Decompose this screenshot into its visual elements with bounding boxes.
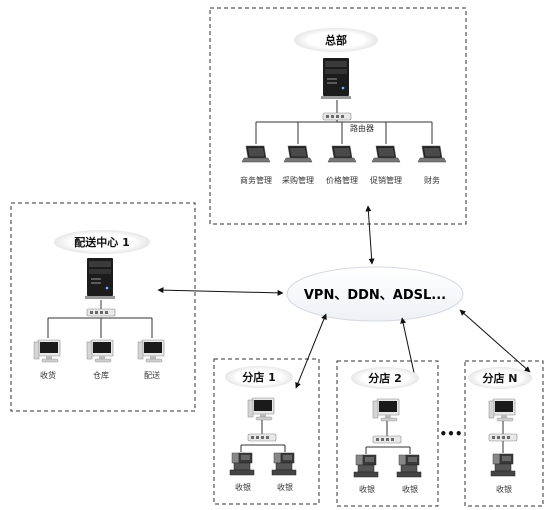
- network-switch-icon: [86, 308, 116, 317]
- terminal-label: 收银: [402, 484, 418, 494]
- desktop-pc-icon: [372, 398, 400, 422]
- hq-workstation-1: 商务管理: [240, 145, 272, 185]
- hq-workstation-label: 采购管理: [282, 175, 314, 185]
- network-label: VPN、DDN、ADSL...: [304, 288, 446, 303]
- hq-workstation-label: 财务: [424, 175, 440, 185]
- branch-2-network-link: [400, 317, 418, 383]
- dc-network-link: [157, 287, 284, 296]
- server-tower-icon: [85, 258, 115, 299]
- hq-workstation-label: 价格管理: [326, 175, 358, 185]
- hq-workstation-label: 商务管理: [240, 175, 272, 185]
- branch-2-title: 分店 2: [368, 371, 401, 385]
- branch-n-terminal-1: 收银: [490, 453, 516, 494]
- server-tower-icon: [321, 58, 351, 99]
- laptop-icon: [241, 145, 271, 163]
- branch-2-terminal-1: 收银: [353, 454, 379, 494]
- laptop-icon: [283, 145, 313, 163]
- headquarters-title: 总部: [325, 33, 347, 47]
- terminal-label: 收银: [277, 482, 293, 492]
- hq-network-link: [365, 205, 375, 265]
- branch-1-terminal-2: 收银: [271, 452, 297, 492]
- pos-terminal-icon: [490, 453, 516, 477]
- more-branches-ellipsis: •••: [439, 427, 462, 441]
- pos-terminal-icon: [271, 452, 297, 476]
- network-cloud: VPN、DDN、ADSL...: [286, 266, 464, 322]
- headquarters-region: [209, 7, 467, 225]
- terminal-label: 收银: [496, 484, 512, 494]
- hq-workstation-5: 财务: [417, 145, 447, 185]
- desktop-pc-icon: [33, 339, 61, 363]
- desktop-pc-icon: [137, 339, 165, 363]
- dc-workstation-2: 仓库: [86, 339, 114, 380]
- pos-terminal-icon: [229, 452, 255, 476]
- desktop-pc-icon: [247, 397, 275, 421]
- distribution-center-title: 配送中心 1: [74, 235, 129, 249]
- laptop-icon: [327, 145, 357, 163]
- distribution-center-region: [10, 202, 196, 412]
- network-switch-icon: [488, 433, 518, 442]
- desktop-pc-icon: [86, 339, 114, 363]
- distribution-center-title-badge: 配送中心 1: [54, 230, 150, 254]
- branch-n-network-link: [459, 309, 531, 373]
- branch-2-terminal-2: 收银: [396, 454, 422, 494]
- branch-2-region: [336, 360, 439, 507]
- dc-workstation-label: 仓库: [93, 370, 109, 380]
- hq-workstation-2: 采购管理: [282, 145, 314, 185]
- branch-1-title-badge: 分店 1: [225, 366, 293, 388]
- branch-n-title-badge: 分店 N: [468, 367, 532, 389]
- headquarters-title-badge: 总部: [294, 28, 378, 52]
- switch-label: 路由器: [350, 123, 374, 133]
- network-switch-icon: [247, 433, 277, 442]
- hq-workstation-3: 价格管理: [326, 145, 358, 185]
- laptop-icon: [417, 145, 447, 163]
- terminal-label: 收银: [235, 482, 251, 492]
- branch-1-network-link: [295, 313, 327, 389]
- branch-1-region: [213, 358, 320, 505]
- dc-workstation-3: 配送: [137, 339, 165, 380]
- branch-2-title-badge: 分店 2: [351, 367, 419, 389]
- laptop-icon: [371, 145, 401, 163]
- dc-workstation-1: 收货: [33, 339, 61, 380]
- network-switch-icon: [322, 112, 352, 121]
- branch-1-title: 分店 1: [242, 370, 275, 384]
- dc-workstation-label: 收货: [40, 370, 56, 380]
- desktop-pc-icon: [488, 398, 516, 422]
- dc-workstation-label: 配送: [144, 370, 160, 380]
- pos-terminal-icon: [353, 454, 379, 478]
- branch-1-terminal-1: 收银: [229, 452, 255, 492]
- branch-n-title: 分店 N: [482, 371, 517, 385]
- network-switch-icon: [372, 435, 402, 444]
- hq-workstation-4: 促销管理: [370, 145, 402, 185]
- pos-terminal-icon: [396, 454, 422, 478]
- terminal-label: 收银: [359, 484, 375, 494]
- hq-workstation-label: 促销管理: [370, 175, 402, 185]
